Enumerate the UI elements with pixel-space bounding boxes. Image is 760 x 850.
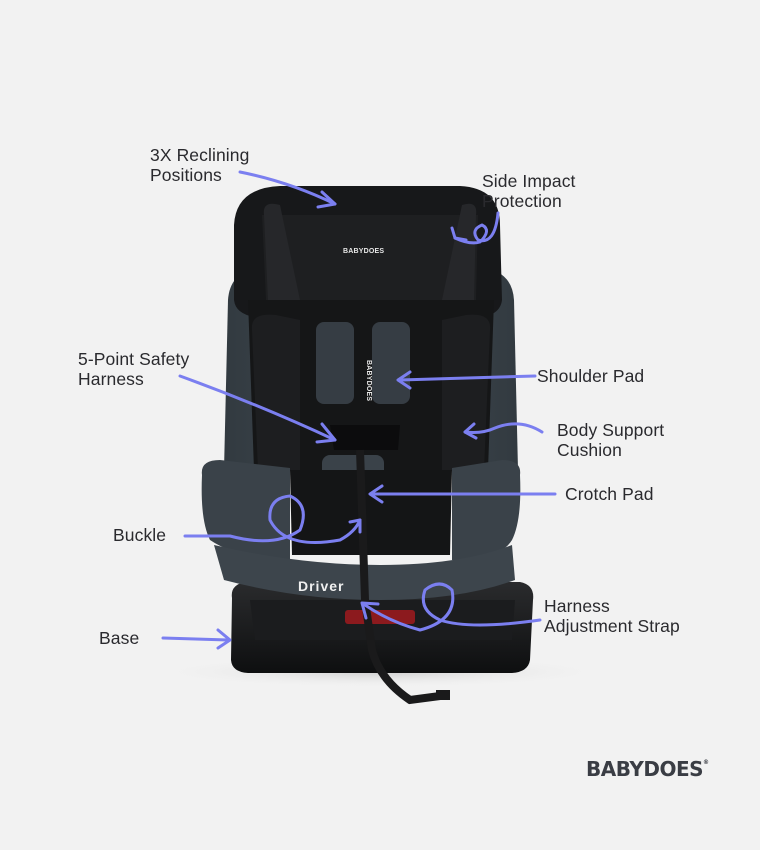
brand-name: BABYDOES <box>586 757 704 781</box>
label-adjustment-strap: Harness Adjustment Strap <box>544 596 680 636</box>
label-buckle: Buckle <box>113 525 167 545</box>
label-reclining-positions: 3X Reclining Positions <box>150 145 249 185</box>
label-shoulder-pad: Shoulder Pad <box>537 366 645 386</box>
label-line: Harness <box>544 596 610 616</box>
headrest-logo: BABYDOES <box>343 248 385 255</box>
label-line: Harness <box>78 369 144 389</box>
arrow-buckle-icon <box>183 494 362 544</box>
label-line: Body Support <box>557 420 665 440</box>
label-crotch-pad: Crotch Pad <box>565 484 654 504</box>
arrow-adjustment-strap-icon <box>360 582 542 632</box>
label-line: Protection <box>482 191 562 211</box>
arrow-crotch-pad-icon <box>368 484 557 504</box>
arrow-side-impact-icon <box>450 211 500 245</box>
label-safety-harness: 5-Point Safety Harness <box>78 349 189 389</box>
label-line: Positions <box>150 165 222 185</box>
label-line: 3X Reclining <box>150 145 250 165</box>
label-line: Side Impact <box>482 171 576 191</box>
label-line: Adjustment Strap <box>544 616 680 636</box>
registered-mark: ® <box>703 759 709 766</box>
arrow-reclining-icon <box>238 170 337 209</box>
arrow-harness-icon <box>178 374 337 444</box>
driver-badge: Driver <box>298 578 345 594</box>
label-line: 5-Point Safety <box>78 349 190 369</box>
arrow-base-icon <box>161 628 232 650</box>
label-side-impact: Side Impact Protection <box>482 171 576 211</box>
label-body-support: Body Support Cushion <box>557 420 664 460</box>
arrow-shoulder-pad-icon <box>396 370 537 390</box>
label-line: Cushion <box>557 440 622 460</box>
brand-logo: BABYDOES® <box>586 757 709 781</box>
arrow-body-support-icon <box>463 422 544 440</box>
label-base: Base <box>99 628 140 648</box>
